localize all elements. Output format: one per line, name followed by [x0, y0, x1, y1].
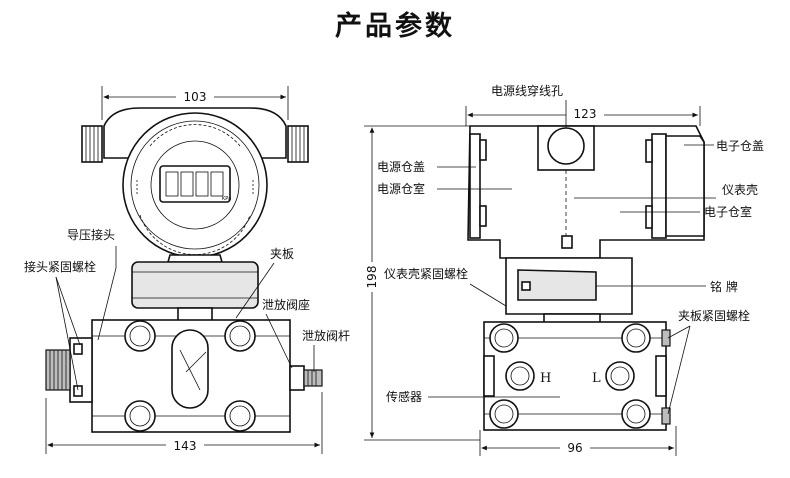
side-dim-height-value: 198 — [365, 266, 379, 289]
pressure-connector — [45, 337, 93, 403]
side-bottom-dimension: 96 — [479, 426, 677, 456]
side-flange-bolts — [489, 323, 651, 429]
lower-housing — [131, 261, 259, 309]
side-top-dimension: 123 — [465, 106, 701, 126]
label-pressure-connector: 导压接头 — [67, 227, 115, 242]
right-cover-cap — [287, 125, 309, 163]
label-housing: 仪表壳 — [722, 183, 758, 197]
front-dim-bottom-value: 143 — [174, 439, 197, 453]
instrument-housing — [467, 125, 705, 259]
label-drain-valve-stem: 泄放阀杆 — [302, 328, 350, 343]
left-cover-cap — [81, 125, 103, 163]
front-view: 103 KPa — [24, 86, 350, 454]
side-height-dimension: 198 — [362, 125, 480, 441]
label-connector-bolt: 接头紧固螺栓 — [24, 259, 96, 274]
label-power-cover: 电源仓盖 — [377, 160, 425, 174]
center-capsule — [171, 329, 209, 409]
label-power-chamber: 电源仓室 — [377, 181, 425, 196]
front-top-dimension: 103 — [101, 86, 289, 120]
high-side-mark: H — [540, 371, 551, 386]
side-view: 123 198 — [362, 83, 764, 456]
front-dim-top-value: 103 — [184, 90, 207, 104]
side-dim-bottom-value: 96 — [567, 441, 582, 455]
label-clamp-plate: 夹板 — [270, 247, 294, 261]
flange-bolts — [124, 320, 256, 432]
page-title: 产品参数 — [335, 11, 455, 42]
housing-neck — [166, 254, 224, 263]
cable-hole — [547, 127, 585, 165]
low-side-mark: L — [592, 371, 601, 386]
label-housing-bolt: 仪表壳紧固螺栓 — [384, 266, 468, 281]
label-electronics-cover: 电子仓盖 — [716, 139, 764, 153]
kpa-unit: KPa — [222, 196, 231, 202]
label-sensor: 传感器 — [386, 389, 422, 404]
label-clamp-bolt: 夹板紧固螺栓 — [678, 308, 750, 323]
display-dial: KPa — [122, 112, 268, 258]
front-bottom-dimension: 143 — [45, 392, 323, 454]
label-electronics-chamber: 电子仓室 — [704, 204, 752, 219]
label-power-cable-hole: 电源线穿线孔 — [491, 83, 563, 98]
label-nameplate: 铭 牌 — [710, 279, 738, 294]
side-dim-top-value: 123 — [574, 107, 597, 121]
drain-valve — [289, 365, 323, 391]
label-drain-valve-seat: 泄放阀座 — [262, 297, 310, 312]
